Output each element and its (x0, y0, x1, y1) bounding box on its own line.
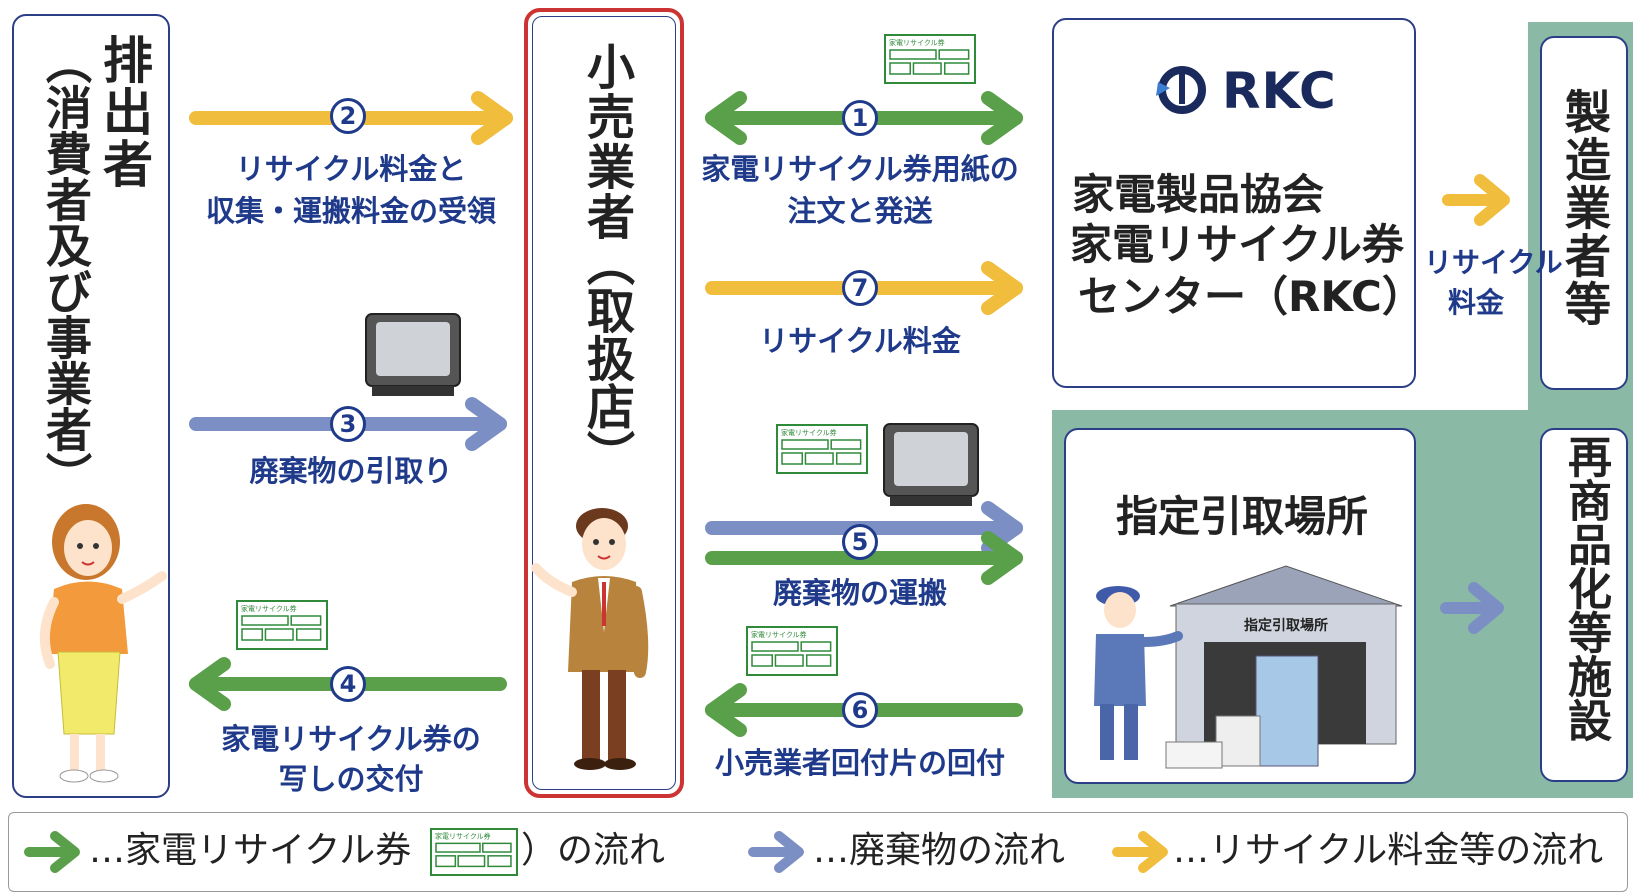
step-number-7: 7 (842, 270, 878, 306)
retailer-title: 小売業者 (578, 42, 634, 242)
discharger-panel: 排出者 （消費者及び事業者） (12, 14, 170, 798)
waste-to-facility-arrow (1440, 582, 1504, 634)
legend-waste-flow: …廃棄物の流れ (813, 830, 1066, 871)
step-2-label-line2: 収集・運搬料金の受領 (205, 194, 496, 228)
fee-to-manufacturer-arrow (1442, 174, 1510, 226)
legend-ticket-flow-prefix: …家電リサイクル券（ (89, 830, 448, 871)
step-number-2: 2 (330, 98, 366, 134)
legend-orange-arrow-icon (1112, 831, 1168, 873)
rkc-name-line3: センター（RKC） (1078, 272, 1424, 321)
warehouse-illustration: 指定引取場所 (1094, 565, 1403, 769)
step-5-label: 廃棄物の運搬 (772, 576, 947, 610)
legend-green-arrow-icon (24, 831, 80, 873)
recommercialization-panel: 再商品化等施設 (1540, 428, 1628, 782)
step-6-label: 小売業者回付片の回付 (714, 746, 1005, 780)
rkc-logo-icon (1156, 66, 1206, 114)
retailer-panel: 小売業者 （取扱店） (524, 8, 684, 798)
legend-panel: …家電リサイクル券（ ）の流れ …廃棄物の流れ …リサイクル料金等の流れ (8, 812, 1628, 892)
rkc-name-line1: 家電製品協会 (1072, 170, 1325, 219)
fee-side-label-line2: 料金 (1447, 286, 1504, 319)
discharger-title: 排出者 (95, 34, 153, 190)
step-number-4: 4 (330, 666, 366, 702)
step-number-5: 5 (842, 524, 878, 560)
rkc-name-line2: 家電リサイクル券 (1070, 220, 1404, 269)
step-number-6: 6 (842, 692, 878, 728)
retailer-subtitle: （取扱店） (578, 238, 634, 478)
rkc-panel: RKC 家電製品協会 家電リサイクル券 センター（RKC） (1052, 18, 1424, 388)
manufacturer-panel: 製造業者等 (1540, 36, 1628, 390)
step-7-label: リサイクル料金 (759, 324, 961, 358)
step-number-1: 1 (842, 100, 878, 136)
step-4-label-line2: 写しの交付 (278, 762, 424, 796)
legend-fee-flow: …リサイクル料金等の流れ (1173, 830, 1604, 871)
manufacturer-label: 製造業者等 (1558, 88, 1612, 328)
consumer-illustration (39, 504, 167, 783)
step-number-3: 3 (330, 406, 366, 442)
retailer-illustration (531, 508, 649, 770)
designated-site-panel: 指定引取場所 指定引取場所 (1064, 428, 1416, 784)
discharger-subtitle: （消費者及び事業者） (39, 38, 93, 498)
legend-blue-arrow-icon (748, 831, 804, 873)
designated-site-title: 指定引取場所 (1115, 492, 1368, 541)
step-1-label-line1: 家電リサイクル券用紙の (701, 152, 1019, 186)
warehouse-sign: 指定引取場所 (1244, 617, 1328, 634)
recommercialization-label: 再商品化等施設 (1560, 434, 1611, 742)
step-3-label: 廃棄物の引取り (249, 454, 453, 488)
rkc-logo-text: RKC (1222, 62, 1337, 120)
step-4-label-line1: 家電リサイクル券の (221, 722, 481, 756)
legend-ticket-flow-suffix: ）の流れ (521, 830, 666, 871)
step-1-label-line2: 注文と発送 (787, 194, 933, 228)
step-2-label-line1: リサイクル料金と (235, 152, 467, 186)
